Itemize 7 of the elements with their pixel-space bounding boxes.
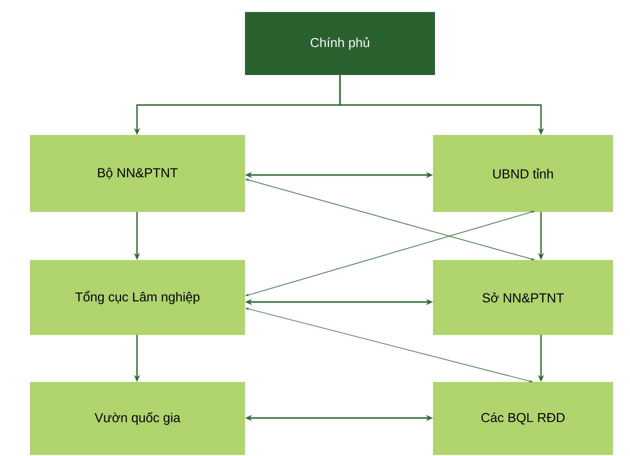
organization-box: Vườn quốc gia <box>30 382 245 455</box>
heading-box: Chính phủ <box>245 12 435 75</box>
organization-box: Bộ NN&PTNT <box>30 135 245 212</box>
organization-box: Các BQL RĐD <box>433 382 613 455</box>
organization-box: Sở NN&PTNT <box>433 260 613 335</box>
organization-box: UBND tỉnh <box>433 135 613 212</box>
organization-box: Tổng cục Lâm nghiệp <box>30 260 245 335</box>
